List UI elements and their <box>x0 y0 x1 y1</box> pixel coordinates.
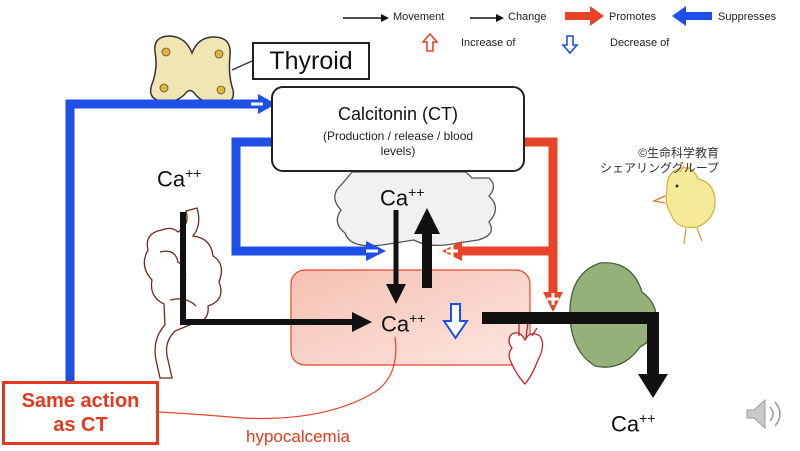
calcitonin-title: Calcitonin (CT) <box>337 104 459 124</box>
decrease-icon <box>442 303 469 340</box>
legend-decrease-label: Decrease of <box>610 37 670 49</box>
ca-blood-label: Ca++ <box>381 310 425 337</box>
thyroid-label: Thyroid <box>252 42 370 80</box>
legend-change-label: Change <box>508 11 547 23</box>
legend-increase-icon <box>421 32 439 52</box>
copyright-text: ©生命科学教育 シェアリンググループ <box>600 146 719 176</box>
legend-graphics <box>343 6 712 55</box>
thyroid-label-text: Thyroid <box>269 46 353 75</box>
same-action-line2: as CT <box>53 414 108 436</box>
hypocalcemia-callout-line <box>157 336 397 420</box>
ca-charge: ++ <box>639 410 656 426</box>
legend-increase-label: Increase of <box>461 37 516 49</box>
promote-arrow <box>442 137 563 312</box>
same-action-box: Same action as CT <box>2 381 159 445</box>
heart-icon <box>508 321 544 385</box>
ca-text: Ca <box>381 311 410 337</box>
ca-charge: ++ <box>408 184 425 200</box>
thyroid-icon <box>149 35 235 105</box>
suppress-path-from-same-action <box>65 94 276 382</box>
calcitonin-subtitle-line1: (Production / release / blood <box>322 129 474 143</box>
chick-icon <box>651 163 716 245</box>
ca-text: Ca <box>157 166 186 192</box>
ca-urine-label: Ca++ <box>611 410 655 437</box>
movement-arrows <box>180 208 668 398</box>
ca-intestine-label: Ca++ <box>157 165 201 192</box>
same-action-line1: Same action <box>21 390 140 412</box>
legend-suppresses-arrow <box>672 6 712 26</box>
bone-icon <box>334 171 497 247</box>
legend-suppresses-label: Suppresses <box>718 11 777 23</box>
legend-decrease-icon <box>561 35 579 55</box>
ca-charge: ++ <box>185 165 202 181</box>
copyright-line1: ©生命科学教育 <box>638 146 720 160</box>
hypocalcemia-label: hypocalcemia <box>246 427 350 446</box>
legend-promotes-label: Promotes <box>609 11 657 23</box>
calcitonin-box: Calcitonin (CT) (Production / release / … <box>271 86 525 172</box>
legend-movement-label: Movement <box>393 11 445 23</box>
ca-text: Ca <box>380 185 409 211</box>
copyright-line2: シェアリンググループ <box>600 161 720 175</box>
ca-bone-label: Ca++ <box>380 184 424 211</box>
speaker-icon[interactable] <box>746 398 781 430</box>
thyroid-label-pointer <box>231 60 253 71</box>
calcitonin-subtitle-line2: levels) <box>380 144 416 158</box>
ca-charge: ++ <box>409 310 426 326</box>
suppress-arrow-bone <box>231 137 386 261</box>
ca-text: Ca <box>611 411 640 437</box>
legend-promotes-arrow <box>565 6 604 26</box>
